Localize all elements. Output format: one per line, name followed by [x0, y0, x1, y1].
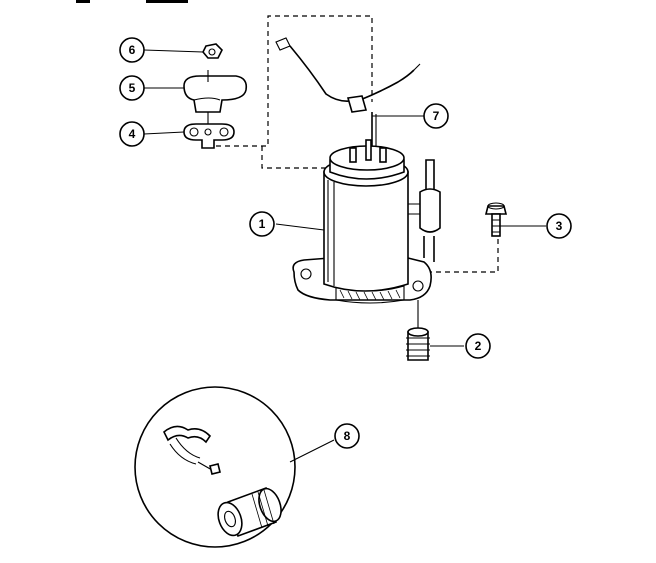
cropped-header-marks: [76, 0, 188, 3]
svg-text:6: 6: [129, 43, 136, 57]
compressor-part: [292, 139, 441, 304]
svg-text:5: 5: [129, 81, 136, 95]
callout-2: 2: [465, 333, 491, 359]
nut-part: [202, 43, 223, 59]
svg-text:4: 4: [129, 127, 136, 141]
svg-text:3: 3: [556, 219, 563, 233]
grommet-part: [406, 300, 430, 361]
callout-3: 3: [546, 213, 572, 239]
callout-4: 4: [119, 121, 145, 147]
gasket-part: [183, 123, 235, 149]
callout-5: 5: [119, 75, 145, 101]
svg-text:7: 7: [433, 109, 440, 123]
callout-6: 6: [119, 37, 145, 63]
terminal-cover-part: [183, 70, 248, 128]
svg-text:2: 2: [475, 339, 482, 353]
callout-7: 7: [423, 103, 449, 129]
dashed-leader-lines: [216, 15, 499, 273]
svg-text:8: 8: [344, 429, 351, 443]
svg-text:1: 1: [259, 217, 266, 231]
callout-1: 1: [249, 211, 275, 237]
bolt-part: [484, 202, 508, 237]
leader-lines: [143, 49, 546, 463]
wire-harness-part: [275, 37, 421, 150]
callout-8: 8: [334, 423, 360, 449]
detail-view: [134, 386, 296, 548]
